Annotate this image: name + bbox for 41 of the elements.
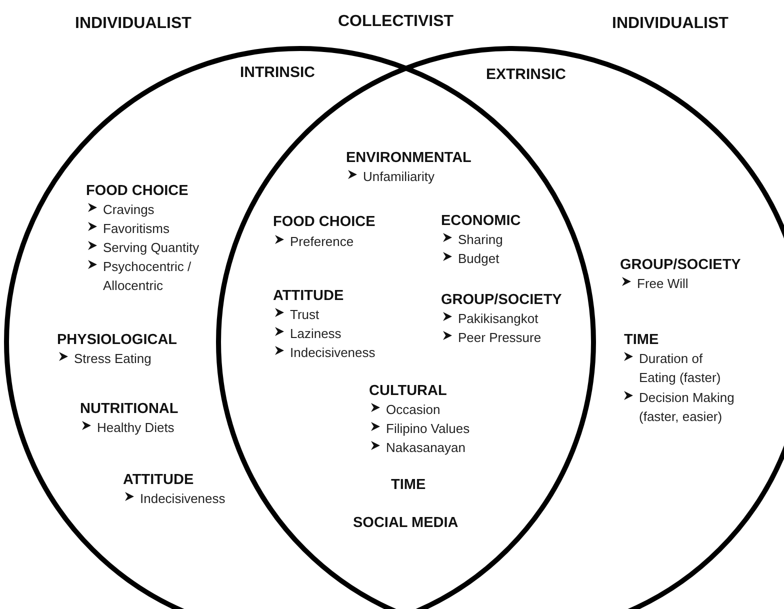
list-item: Indecisiveness bbox=[140, 490, 226, 508]
list-item: Laziness bbox=[290, 325, 342, 343]
list-item: Sharing bbox=[458, 231, 503, 249]
list-item: Filipino Values bbox=[386, 420, 470, 438]
list-item: Budget bbox=[458, 250, 500, 268]
column-heading: INDIVIDUALIST bbox=[612, 15, 728, 33]
list-item: Stress Eating bbox=[74, 350, 152, 368]
category-heading: NUTRITIONAL bbox=[80, 401, 178, 417]
category-heading: TIME bbox=[391, 477, 426, 493]
category-heading: FOOD CHOICE bbox=[273, 214, 376, 230]
list-item: Favoritisms bbox=[103, 220, 170, 238]
column-heading: COLLECTIVIST bbox=[338, 13, 454, 31]
list-item: Occasion bbox=[386, 401, 440, 419]
list-item: Free Will bbox=[637, 275, 688, 293]
list-item: Cravings bbox=[103, 201, 154, 219]
list-item: Unfamiliarity bbox=[363, 168, 435, 186]
category-heading: SOCIAL MEDIA bbox=[353, 515, 458, 531]
list-item: Psychocentric / Allocentric bbox=[103, 258, 192, 295]
list-item: Indecisiveness bbox=[290, 344, 376, 362]
category-heading: ENVIRONMENTAL bbox=[346, 150, 472, 166]
category-heading: ECONOMIC bbox=[441, 213, 521, 229]
category-heading: GROUP/SOCIETY bbox=[441, 292, 562, 308]
category-heading: FOOD CHOICE bbox=[86, 183, 188, 199]
category-heading: TIME bbox=[624, 332, 659, 348]
list-item: Serving Quantity bbox=[103, 239, 200, 257]
category-heading: ATTITUDE bbox=[123, 472, 194, 488]
category-heading: PHYSIOLOGICAL bbox=[57, 332, 178, 348]
list-item: Peer Pressure bbox=[458, 329, 542, 347]
circle-title: INTRINSIC bbox=[240, 64, 315, 81]
category-heading: ATTITUDE bbox=[273, 288, 344, 304]
list-item: Healthy Diets bbox=[97, 419, 174, 437]
circle-title: EXTRINSIC bbox=[486, 66, 566, 83]
list-item: Nakasanayan bbox=[386, 439, 466, 457]
category-heading: GROUP/SOCIETY bbox=[620, 257, 741, 273]
list-item: Trust bbox=[290, 306, 320, 324]
list-item: Decision Making (faster, easier) bbox=[639, 389, 736, 426]
list-item: Preference bbox=[290, 233, 354, 251]
category-heading: CULTURAL bbox=[369, 383, 447, 399]
column-heading: INDIVIDUALIST bbox=[75, 15, 192, 33]
list-item: Duration of Eating (faster) bbox=[639, 350, 722, 387]
list-item: Pakikisangkot bbox=[458, 310, 538, 328]
